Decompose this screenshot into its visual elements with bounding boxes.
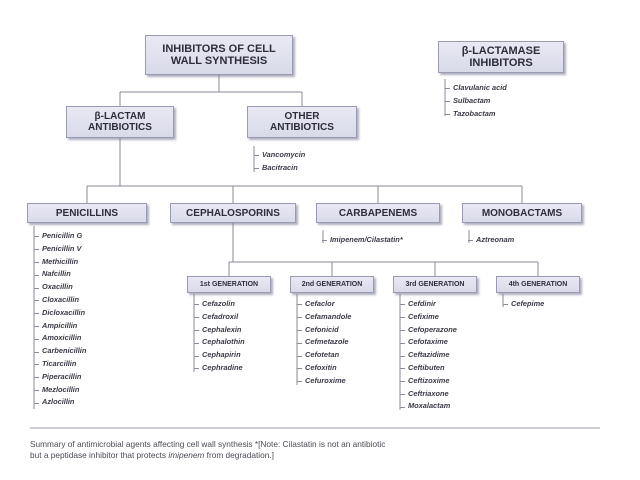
list-penicillins: Penicillin G Penicillin V Methicillin Na… xyxy=(42,230,86,409)
list-3rd-generation: Cefdinir Cefixime Cefoperazone Cefotaxim… xyxy=(408,298,457,413)
caption-part1: Summary of antimicrobial agents affectin… xyxy=(30,439,386,449)
list-item: Cefoxitin xyxy=(305,362,337,372)
root-title-line1: INHIBITORS OF CELL xyxy=(162,42,276,55)
list-item: Sulbactam xyxy=(453,95,491,105)
list-item: Cephalothin xyxy=(202,337,245,347)
list-item: Ampicillin xyxy=(42,320,78,330)
monobactams-label: MONOBACTAMS xyxy=(481,207,563,219)
list-item: Cefotaxime xyxy=(408,337,448,347)
caption-part3: imipenem xyxy=(168,450,205,461)
list-item: Cefadroxil xyxy=(202,311,239,321)
carbapenems-label: CARBAPENEMS xyxy=(338,207,418,219)
list-item: Aztreonam xyxy=(476,235,515,244)
list-item: Ceftriaxone xyxy=(408,388,449,398)
root-title-line2: WALL SYNTHESIS xyxy=(170,55,268,67)
box-4th-generation: 4th GENERATION xyxy=(496,276,580,293)
list-other-antibiotics: Vancomycin Bacitracin xyxy=(262,149,305,175)
box-carbapenems: CARBAPENEMS xyxy=(316,203,440,223)
list-item: Cefepime xyxy=(511,299,545,308)
list-item: Cephradine xyxy=(202,362,243,372)
other-title-line1: OTHER xyxy=(284,111,320,122)
list-item: Cloxacillin xyxy=(42,294,79,304)
list-item: Nafcillin xyxy=(42,269,71,279)
box-monobactams: MONOBACTAMS xyxy=(462,203,582,223)
list-2nd-generation: Cefaclor Cefamandole Cefonicid Cefmetazo… xyxy=(305,298,351,388)
list-item: Methicillin xyxy=(42,256,79,266)
list-item: Bacitracin xyxy=(262,162,298,172)
generation-label: 3rd GENERATION xyxy=(405,280,465,288)
other-title-line2: ANTIBIOTICS xyxy=(270,122,334,133)
list-item: Penicillin V xyxy=(42,243,82,253)
list-item: Azlocillin xyxy=(42,397,75,407)
list-item: Cefamandole xyxy=(305,311,352,321)
list-carbapenems: Imipenem/Cilastatin* xyxy=(330,234,403,247)
list-item: Cefdinir xyxy=(408,299,436,308)
list-item: Cephapirin xyxy=(202,350,241,360)
bli-title-line2: INHIBITORS xyxy=(469,57,533,69)
caption-part2: but a peptidase inhibitor that protects xyxy=(30,450,169,461)
list-item: Penicillin G xyxy=(42,231,83,240)
list-item: Vancomycin xyxy=(262,150,306,159)
list-beta-lactamase-inhibitors: Clavulanic acid Sulbactam Tazobactam xyxy=(453,82,507,120)
box-beta-lactamase-inhibitors: β-LACTAMASE INHIBITORS xyxy=(438,41,564,73)
list-item: Ceftazidime xyxy=(408,350,450,360)
list-item: Dicloxacillin xyxy=(42,307,86,317)
generation-label: 4th GENERATION xyxy=(508,280,568,288)
list-item: Cefaclor xyxy=(305,299,335,308)
box-beta-lactam-antibiotics: β-LACTAM ANTIBIOTICS xyxy=(66,106,174,138)
box-1st-generation: 1st GENERATION xyxy=(187,276,271,293)
cephalosporins-label: CEPHALOSPORINS xyxy=(186,207,280,219)
list-item: Cefixime xyxy=(408,311,439,321)
box-3rd-generation: 3rd GENERATION xyxy=(393,276,477,293)
list-item: Imipenem/Cilastatin* xyxy=(330,235,403,244)
list-item: Ticarcillin xyxy=(42,358,77,368)
generation-label: 1st GENERATION xyxy=(199,280,259,288)
list-item: Oxacillin xyxy=(42,282,73,292)
root-box-cell-wall-inhibitors: INHIBITORS OF CELL WALL SYNTHESIS xyxy=(145,35,293,75)
generation-label: 2nd GENERATION xyxy=(301,280,363,288)
list-item: Cefmetazole xyxy=(305,337,349,347)
bli-title-line1: β-LACTAMASE xyxy=(461,44,541,57)
box-2nd-generation: 2nd GENERATION xyxy=(290,276,374,293)
list-item: Carbenicillin xyxy=(42,346,87,356)
list-item: Amoxicillin xyxy=(42,333,82,343)
list-item: Tazobactam xyxy=(453,108,496,118)
list-item: Moxalactam xyxy=(408,401,451,411)
penicillins-label: PENICILLINS xyxy=(55,207,119,219)
list-1st-generation: Cefazolin Cefadroxil Cephalexin Cephalot… xyxy=(202,298,245,375)
list-item: Cephalexin xyxy=(202,324,242,334)
list-item: Clavulanic acid xyxy=(453,83,507,92)
caption-part4: from degradation.] xyxy=(204,450,274,461)
list-item: Ceftizoxime xyxy=(408,375,450,385)
list-item: Cefuroxime xyxy=(305,375,346,385)
list-4th-generation: Cefepime xyxy=(511,298,544,311)
beta-lactam-title-line1: β-LACTAM xyxy=(94,111,146,122)
list-item: Mezlocillin xyxy=(42,384,80,394)
beta-lactam-title-line2: ANTIBIOTICS xyxy=(88,122,152,133)
box-other-antibiotics: OTHER ANTIBIOTICS xyxy=(247,106,357,138)
list-item: Ceftibuten xyxy=(408,362,445,372)
list-item: Cefonicid xyxy=(305,324,339,334)
list-item: Cefotetan xyxy=(305,350,340,360)
list-item: Piperacillin xyxy=(42,371,82,381)
list-item: Cefoperazone xyxy=(408,324,457,334)
list-item: Cefazolin xyxy=(202,299,235,308)
box-cephalosporins: CEPHALOSPORINS xyxy=(170,203,296,223)
box-penicillins: PENICILLINS xyxy=(27,203,147,223)
figure-caption: Summary of antimicrobial agents affectin… xyxy=(30,439,590,461)
list-monobactams: Aztreonam xyxy=(476,234,514,247)
